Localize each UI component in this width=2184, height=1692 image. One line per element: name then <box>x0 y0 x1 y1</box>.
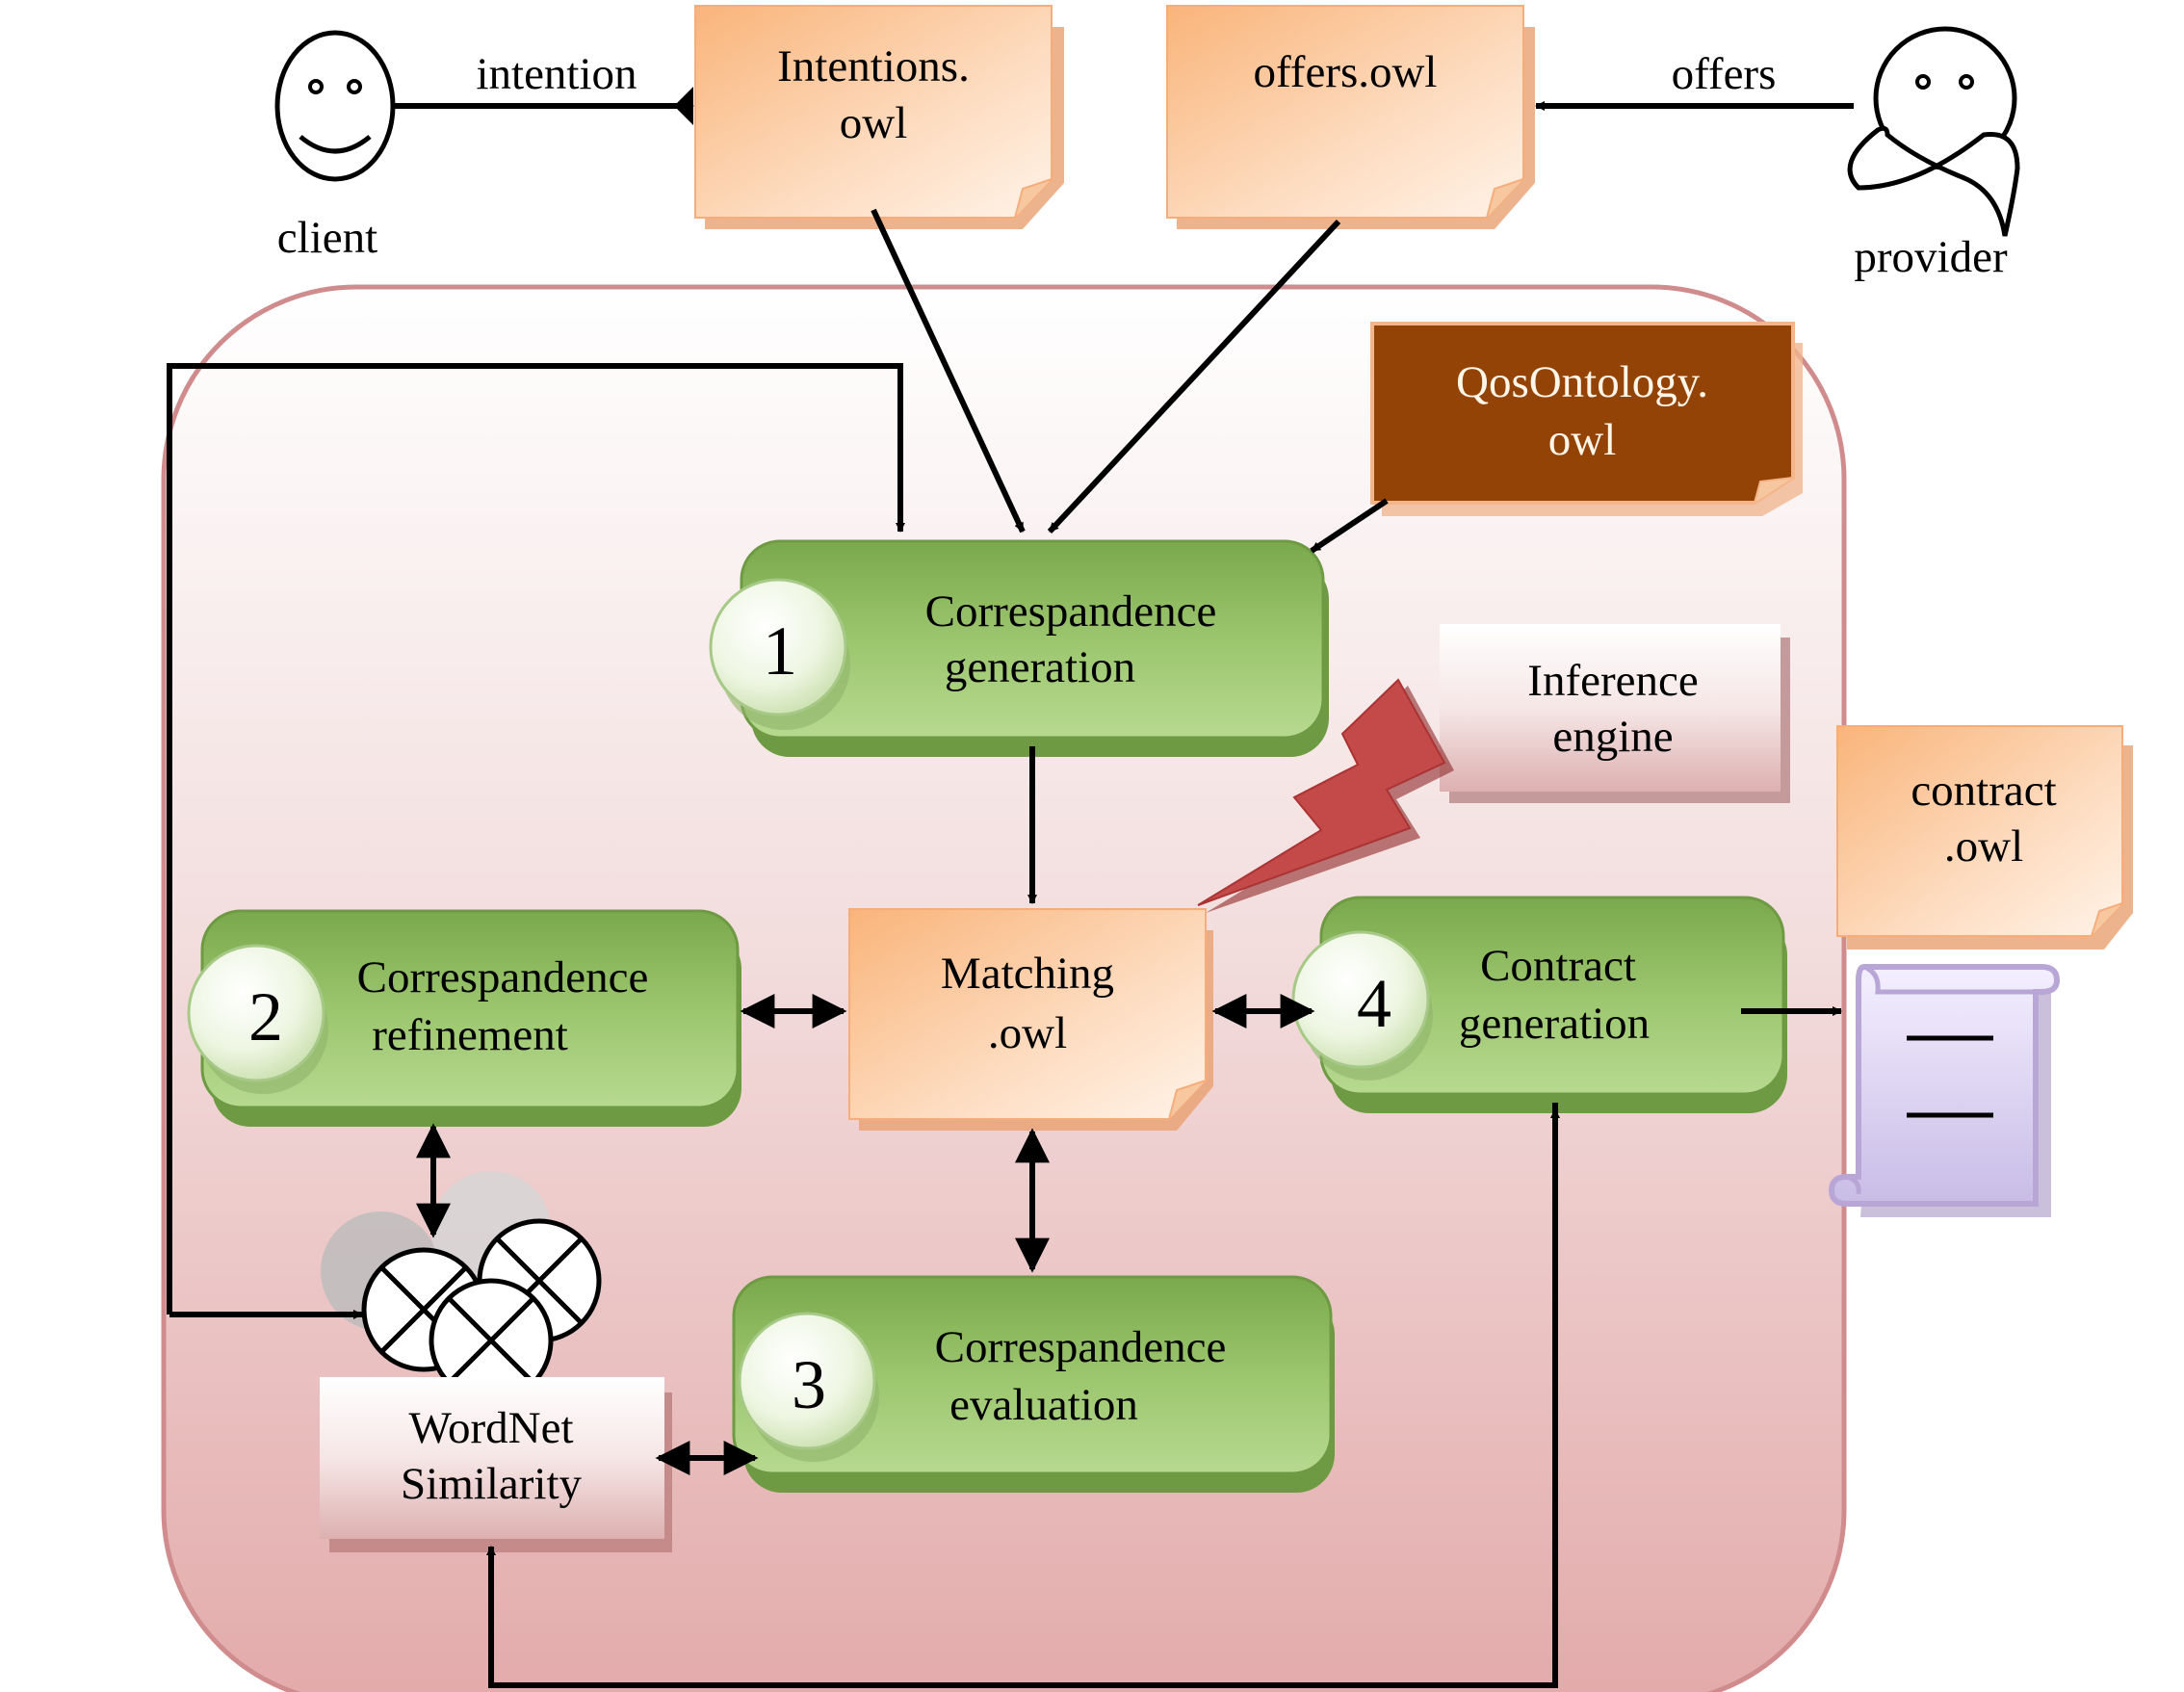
matching-file-line1: Matching <box>941 949 1114 999</box>
client-actor: client <box>274 30 396 263</box>
process-4-contract-generation: 4 Contract generation <box>1291 896 1787 1113</box>
process-4-number: 4 <box>1357 965 1391 1042</box>
provider-actor: provider <box>1847 26 2020 282</box>
process-2-number: 2 <box>248 978 283 1055</box>
matching-owl-file: Matching .owl <box>848 908 1213 1131</box>
process-2-line2: refinement <box>372 1010 568 1060</box>
contract-file-line2: .owl <box>1944 821 2023 872</box>
process-1-line2: generation <box>945 642 1135 692</box>
wordnet-similarity: WordNet Similarity <box>320 1377 672 1552</box>
process-3-correspondence-evaluation: 3 Correspandence evaluation <box>732 1275 1335 1493</box>
connectors <box>167 208 1842 1688</box>
qos-ontology-file: QosOntology. owl <box>1370 322 1803 516</box>
process-1-number: 1 <box>763 612 797 690</box>
lightning-bolt-icon <box>1197 678 1454 913</box>
inference-line1: Inference <box>1527 656 1698 706</box>
wordnet-line2: Similarity <box>401 1459 583 1509</box>
wordnet-line1: WordNet <box>408 1403 573 1453</box>
process-2-correspondence-refinement: 2 Correspandence refinement <box>187 909 741 1127</box>
process-3-line2: evaluation <box>949 1380 1138 1430</box>
inference-engine: Inference engine <box>1440 624 1790 803</box>
process-4-line1: Contract <box>1480 941 1636 991</box>
intentions-file-line1: Intentions. <box>777 41 970 91</box>
contract-file-line1: contract <box>1911 766 2056 816</box>
process-3-line1: Correspandence <box>935 1322 1227 1372</box>
inference-line2: engine <box>1552 712 1673 762</box>
provider-label: provider <box>1854 232 2008 282</box>
contract-scroll-icon <box>1828 964 2061 1217</box>
process-1-line1: Correspandence <box>925 586 1217 637</box>
intentions-file-line2: owl <box>840 98 908 148</box>
process-3-number: 3 <box>792 1346 826 1423</box>
offers-owl-file: offers.owl <box>1166 5 1535 229</box>
process-2-line1: Correspandence <box>357 952 649 1002</box>
contract-owl-file: contract .owl <box>1836 725 2133 950</box>
offers-file-line1: offers.owl <box>1253 47 1437 97</box>
process-4-line2: generation <box>1459 999 1650 1049</box>
wordnet-network-icon <box>321 1171 602 1403</box>
matching-file-line2: .owl <box>988 1008 1067 1058</box>
intention-edge-label: intention <box>476 49 637 99</box>
process-1-correspondence-generation: 1 Correspandence generation <box>709 539 1329 757</box>
intentions-owl-file: Intentions. owl <box>694 5 1064 229</box>
arrowheads <box>674 87 693 125</box>
qos-file-line2: owl <box>1548 415 1617 465</box>
qos-file-line1: QosOntology. <box>1456 357 1708 407</box>
offers-edge-label: offers <box>1672 49 1777 99</box>
client-label: client <box>277 213 377 263</box>
